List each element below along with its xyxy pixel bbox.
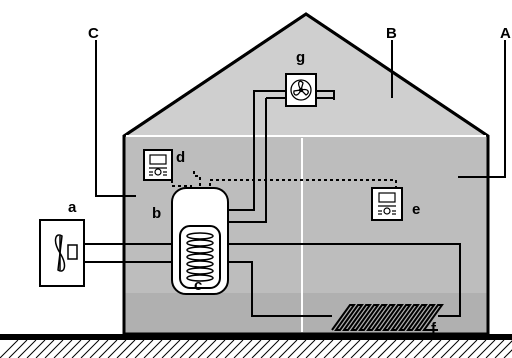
label-C: C (88, 25, 99, 42)
fan-coil-unit (285, 73, 317, 107)
label-b: b (152, 205, 161, 222)
label-A: A (500, 25, 511, 42)
underfloor-heating-icon (331, 304, 444, 331)
label-c: c (194, 277, 202, 294)
outdoor-unit (39, 219, 85, 287)
outdoor-heat-pump-icon (54, 234, 78, 272)
controller-e (371, 187, 403, 221)
label-B: B (386, 25, 397, 42)
fan-coil-icon (290, 79, 312, 101)
label-a: a (68, 199, 77, 216)
ground (0, 334, 512, 358)
user-interface-icon (149, 154, 167, 176)
control-wiring (171, 168, 397, 188)
user-interface-icon (378, 192, 396, 215)
controller-d (143, 149, 173, 181)
label-g: g (296, 49, 305, 66)
hot-water-tank (171, 187, 229, 295)
label-e: e (412, 201, 420, 218)
label-f: f (431, 320, 437, 337)
underfloor-heating (331, 304, 444, 331)
hot-water-tank-icon (179, 225, 221, 289)
leader-lines (95, 40, 506, 197)
label-d: d (176, 149, 185, 166)
